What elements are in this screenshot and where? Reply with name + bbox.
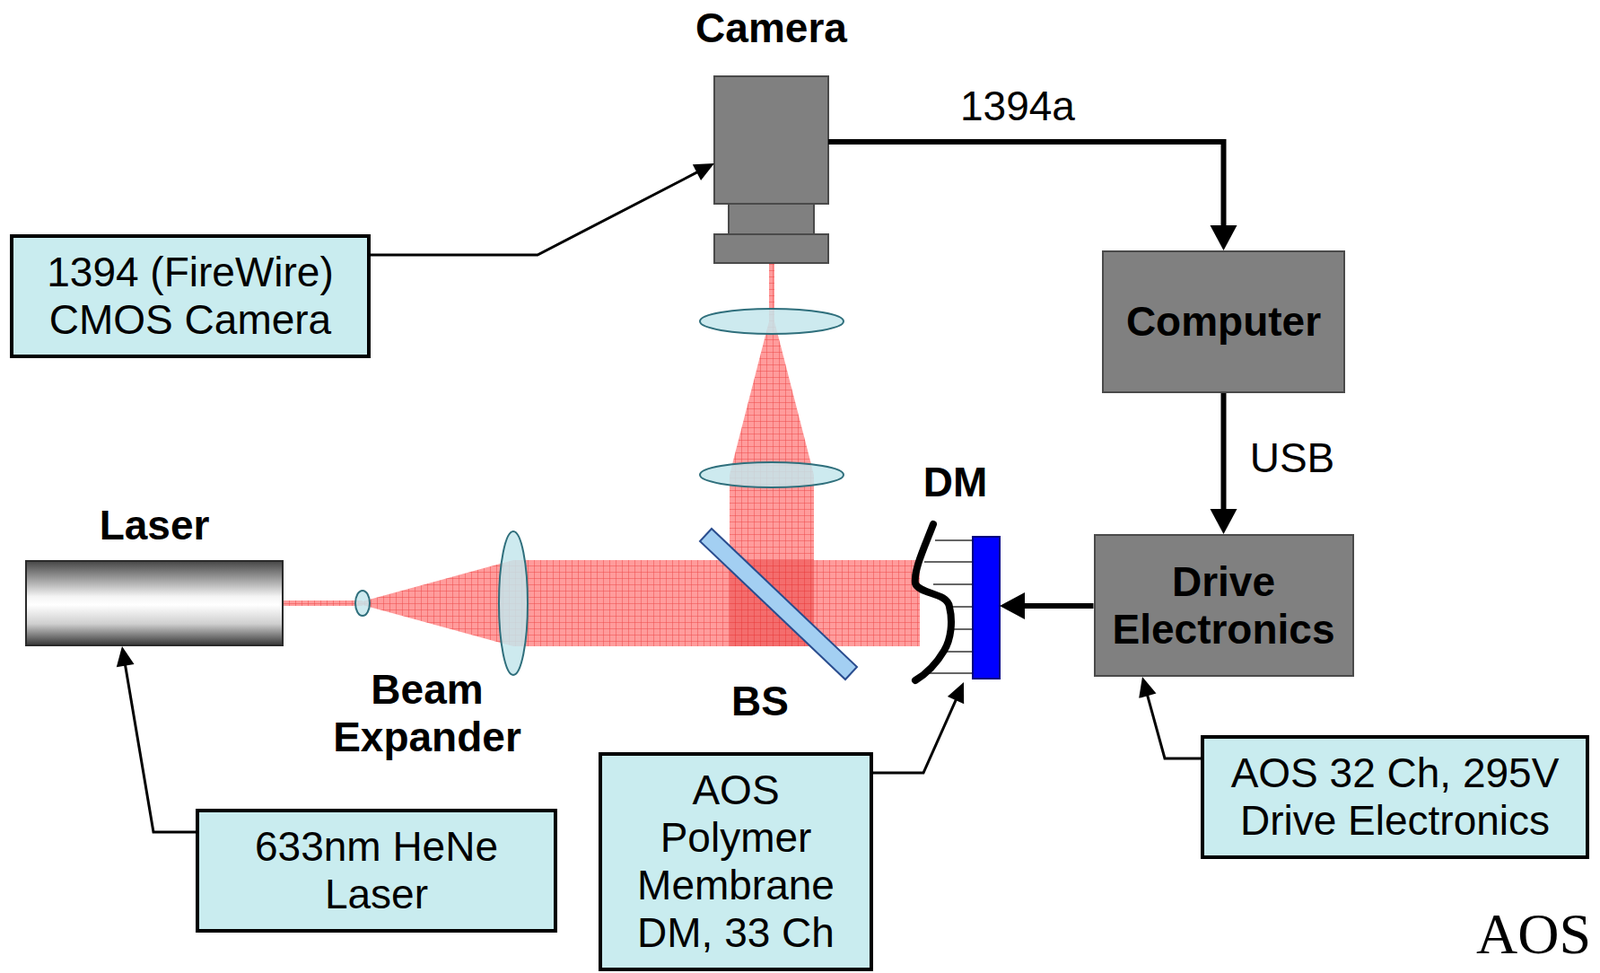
connector-line [370, 171, 699, 255]
connector [828, 141, 1238, 251]
connector [1138, 676, 1201, 759]
arrow-head [1210, 508, 1238, 534]
node-text: AOS 32 Ch, 295V Drive Electronics [1215, 749, 1575, 845]
node-text: 1394 (FireWire) CMOS Camera [24, 248, 357, 344]
connector-line [1146, 693, 1201, 759]
node-text: 633nm HeNe Laser [228, 822, 525, 919]
logo-text: AOS [1476, 900, 1592, 968]
connector [116, 646, 196, 832]
connector-line [873, 698, 957, 773]
laser-beam [283, 262, 920, 647]
node-text: Drive Electronics [1106, 558, 1342, 654]
node-heading: DM [923, 458, 988, 507]
arrow-head [116, 646, 135, 667]
connector [999, 592, 1094, 620]
camera: Camera [714, 76, 829, 263]
part-label: Beam Expander [319, 665, 535, 761]
node-heading: Laser [99, 501, 210, 550]
connector-line [124, 664, 196, 832]
callout-box: AOS Polymer Membrane DM, 33 Ch [598, 751, 874, 971]
camera-body [714, 76, 829, 263]
part-label: BS [731, 677, 789, 726]
deformable-mirror [915, 524, 1000, 681]
computer-box: Computer [1101, 250, 1346, 394]
arrow-head [1210, 225, 1238, 251]
lens [355, 308, 844, 675]
callout-box: AOS 32 Ch, 295V Drive Electronics [1200, 734, 1590, 859]
connector-line [1022, 603, 1094, 609]
connector [370, 163, 715, 255]
arrow-head [947, 681, 964, 704]
node-text: AOS Polymer Membrane DM, 33 Ch [623, 766, 849, 957]
arrow-head [999, 592, 1025, 620]
connector-label: 1394a [956, 82, 1079, 131]
connector [1210, 393, 1238, 534]
connector-label: USB [1246, 434, 1339, 482]
node-heading: Camera [695, 4, 848, 53]
drive-electronics-box: Drive Electronics [1093, 533, 1355, 677]
connector-line [1221, 393, 1227, 511]
deformable-mirror: DM [910, 522, 1000, 682]
connector [873, 681, 964, 773]
arrow-head [692, 163, 715, 181]
laser-tube: Laser [25, 559, 284, 647]
arrow-head [1138, 676, 1156, 699]
callout-box: 633nm HeNe Laser [195, 808, 558, 933]
beam-splitter [699, 528, 857, 680]
connector-line [828, 141, 1225, 228]
callout-box: 1394 (FireWire) CMOS Camera [9, 234, 371, 359]
node-text: Computer [1126, 297, 1321, 346]
